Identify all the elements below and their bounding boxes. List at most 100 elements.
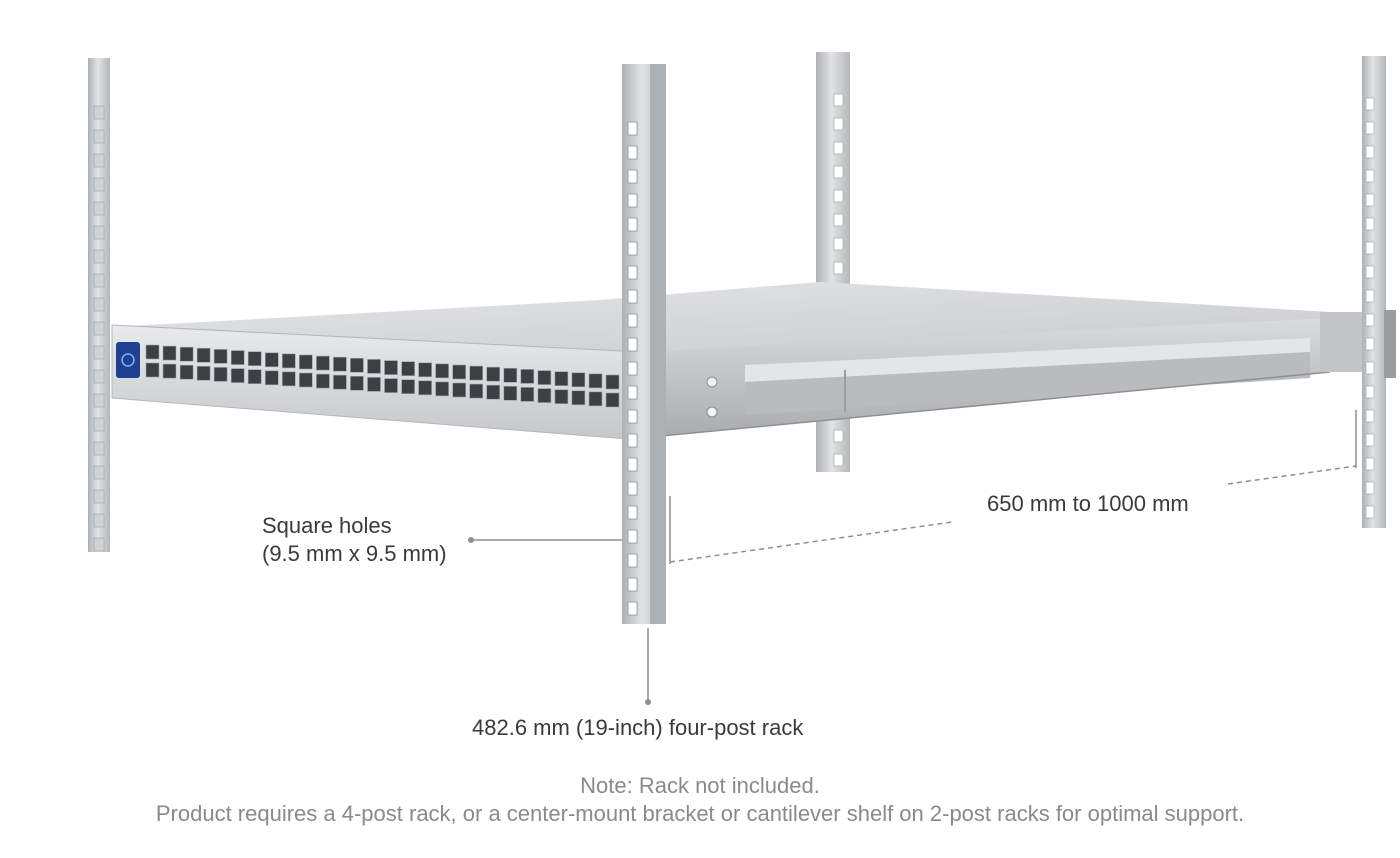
rack-square-hole	[833, 93, 844, 107]
rack-square-hole	[627, 265, 638, 280]
rack-square-hole	[93, 417, 105, 432]
switch-port	[145, 344, 160, 360]
rack-square-hole	[1365, 217, 1375, 231]
rack-square-hole	[627, 169, 638, 184]
switch-port	[316, 355, 330, 371]
rack-square-hole	[627, 577, 638, 592]
rack-square-hole	[833, 261, 844, 275]
switch-port	[418, 380, 432, 396]
rack-square-hole	[1365, 457, 1375, 471]
rack-square-hole	[93, 201, 105, 216]
switch-port	[384, 360, 398, 375]
rack-square-hole	[627, 313, 638, 328]
rack-square-hole	[93, 249, 105, 264]
switch-port	[588, 391, 603, 407]
rack-square-hole	[93, 225, 105, 240]
switch-port	[520, 387, 535, 402]
switch-port	[196, 365, 211, 381]
rack-square-hole	[1365, 289, 1375, 303]
rack-square-hole	[627, 409, 638, 424]
switch-port	[520, 369, 535, 384]
switch-port	[401, 379, 415, 395]
switch-port	[452, 382, 467, 398]
rack-square-hole	[93, 537, 105, 552]
switch-port	[605, 392, 620, 408]
rack-square-hole	[1365, 337, 1375, 351]
note-support-requirement: Product requires a 4-post rack, or a cen…	[155, 801, 1245, 826]
rack-square-hole	[1365, 433, 1375, 447]
square-holes-label-line2: (9.5 mm x 9.5 mm)	[262, 541, 447, 566]
rack-square-hole	[627, 145, 638, 160]
rack-square-hole	[627, 481, 638, 496]
switch-port	[247, 351, 262, 367]
rack-square-hole	[627, 385, 638, 400]
switch-port	[298, 354, 313, 370]
rack-square-hole	[1365, 169, 1375, 183]
switch-port	[503, 385, 518, 401]
switch-port	[230, 350, 245, 365]
rack-square-hole	[627, 505, 638, 520]
rack-square-hole	[833, 165, 844, 179]
rack-square-hole	[1365, 145, 1375, 159]
switch-port	[588, 373, 603, 389]
rack-square-hole	[93, 369, 105, 384]
switch-port	[384, 378, 398, 393]
switch-port	[281, 353, 296, 369]
rack-square-hole	[93, 129, 105, 144]
switch-port	[418, 362, 432, 378]
rack-square-hole	[1365, 121, 1375, 135]
rack-square-hole	[627, 433, 638, 448]
rack-square-hole	[93, 441, 105, 456]
rack-square-hole	[93, 321, 105, 336]
switch-port	[554, 389, 569, 405]
switch-port	[264, 370, 279, 386]
depth-range-label: 650 mm to 1000 mm	[987, 491, 1189, 516]
switch-port	[145, 362, 160, 378]
rack-square-hole	[627, 121, 638, 136]
switch-port	[486, 384, 501, 400]
switch-port	[281, 371, 296, 387]
leader-lines	[468, 410, 1357, 705]
switch-port	[486, 366, 501, 382]
switch-port	[333, 374, 347, 390]
square-holes-label: Square holes (9.5 mm x 9.5 mm)	[262, 512, 447, 568]
rack-square-hole	[627, 337, 638, 352]
rack-square-hole	[627, 289, 638, 304]
switch-port	[247, 369, 262, 385]
switch-port	[469, 383, 484, 399]
square-holes-label-line1: Square holes	[262, 513, 392, 538]
rack-square-hole	[833, 429, 844, 443]
switch-port	[213, 367, 228, 382]
rack-square-hole	[93, 273, 105, 288]
rack-square-hole	[833, 237, 844, 251]
rack-post-front-left	[88, 58, 110, 552]
rack-square-hole	[833, 453, 844, 467]
rack-type-label: 482.6 mm (19-inch) four-post rack	[472, 715, 804, 740]
rack-square-hole	[93, 513, 105, 528]
rack-square-hole	[627, 553, 638, 568]
switch-port	[179, 364, 194, 380]
rack-square-hole	[93, 345, 105, 360]
switch-port	[350, 375, 364, 391]
switch-port	[162, 363, 177, 379]
switch-port	[452, 364, 467, 380]
switch-port	[571, 390, 586, 406]
rack-square-hole	[627, 601, 638, 616]
rack-square-hole	[627, 457, 638, 472]
rack-post-rear-right	[1320, 56, 1396, 528]
switch-port	[503, 367, 518, 383]
switch-port	[264, 352, 279, 368]
switch-port	[179, 346, 194, 362]
switch-port	[350, 357, 364, 373]
rack-square-hole	[1365, 361, 1375, 375]
rack-square-hole	[1365, 193, 1375, 207]
switch-front-panel	[111, 324, 641, 441]
rack-square-hole	[833, 213, 844, 227]
rack-square-hole	[1365, 313, 1375, 327]
switch-port	[316, 373, 330, 389]
rack-square-hole	[627, 529, 638, 544]
rack-square-hole	[627, 361, 638, 376]
switch-port	[213, 349, 228, 364]
